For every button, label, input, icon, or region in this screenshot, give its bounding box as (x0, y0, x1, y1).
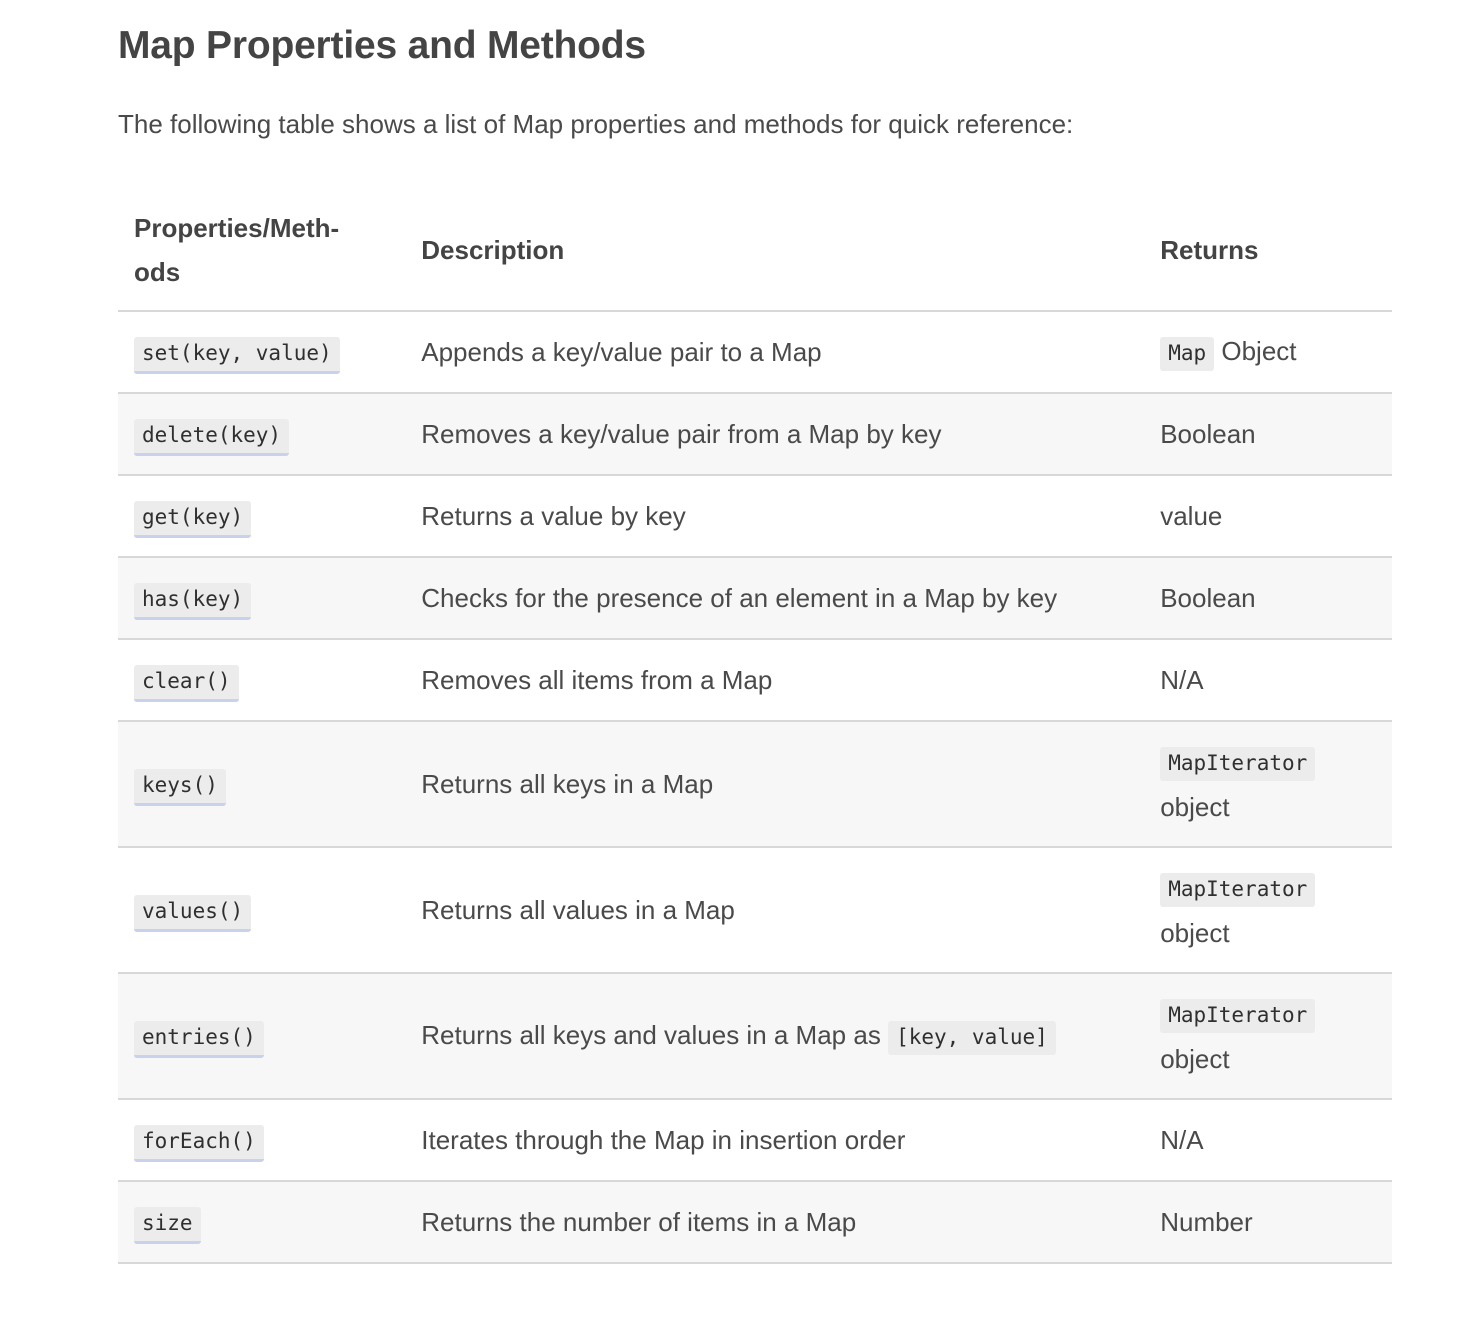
table-row: has(key) Checks for the presence of an e… (118, 557, 1392, 640)
returns-code: MapIterator (1160, 873, 1316, 907)
returns-code: MapIterator (1160, 747, 1316, 781)
table-row: clear() Removes all items from a Map N/A (118, 639, 1392, 722)
page-title: Map Properties and Methods (118, 24, 646, 67)
table-row: entries() Returns all keys and values in… (118, 973, 1392, 1100)
method-code[interactable]: entries() (134, 1021, 264, 1058)
returns-cell: MapIterator object (1144, 721, 1392, 848)
method-code[interactable]: has(key) (134, 583, 252, 620)
returns-cell: MapIterator object (1144, 847, 1392, 974)
returns-cell: N/A (1144, 639, 1392, 722)
table-row: delete(key) Removes a key/value pair fro… (118, 393, 1392, 476)
method-code[interactable]: values() (134, 895, 252, 932)
returns-cell: Boolean (1144, 557, 1392, 640)
header-description: Description (405, 190, 1145, 312)
description-cell: Appends a key/value pair to a Map (405, 311, 1145, 394)
description-cell: Checks for the presence of an element in… (405, 557, 1145, 640)
method-code[interactable]: keys() (134, 769, 226, 806)
returns-cell: N/A (1144, 1099, 1392, 1182)
table-row: forEach() Iterates through the Map in in… (118, 1099, 1392, 1182)
description-cell: Returns the number of items in a Map (405, 1181, 1145, 1264)
returns-text: N/A (1160, 665, 1204, 695)
table-row: values() Returns all values in a Map Map… (118, 847, 1392, 974)
returns-cell: Map Object (1144, 311, 1392, 394)
returns-cell: value (1144, 475, 1392, 558)
table-header-row: Properties/Meth-ods Description Returns (118, 190, 1392, 312)
description-cell: Removes all items from a Map (405, 639, 1145, 722)
description-cell: Returns all keys in a Map (405, 721, 1145, 848)
method-cell: clear() (118, 639, 406, 722)
returns-cell: Boolean (1144, 393, 1392, 476)
returns-text: object (1160, 918, 1230, 948)
method-code[interactable]: delete(key) (134, 419, 290, 456)
intro-paragraph: The following table shows a list of Map … (118, 109, 1074, 139)
returns-text: Object (1221, 336, 1297, 366)
description-text: Returns all keys and values in a Map as (421, 1020, 881, 1050)
table-row: set(key, value) Appends a key/value pair… (118, 311, 1392, 394)
returns-code: Map (1160, 337, 1215, 371)
description-cell: Iterates through the Map in insertion or… (405, 1099, 1145, 1182)
method-code[interactable]: get(key) (134, 501, 252, 538)
description-cell: Returns all values in a Map (405, 847, 1145, 974)
method-code[interactable]: forEach() (134, 1125, 264, 1162)
returns-cell: Number (1144, 1181, 1392, 1264)
returns-cell: MapIterator object (1144, 973, 1392, 1100)
header-method: Properties/Meth-ods (118, 190, 406, 312)
returns-text: value (1160, 501, 1223, 531)
table-row: keys() Returns all keys in a Map MapIter… (118, 721, 1392, 848)
method-cell: delete(key) (118, 393, 406, 476)
description-cell: Returns all keys and values in a Map as … (405, 973, 1145, 1100)
map-methods-table: Properties/Meth-ods Description Returns … (118, 190, 1392, 1264)
method-code[interactable]: clear() (134, 665, 239, 702)
returns-text: Boolean (1160, 419, 1256, 449)
method-code[interactable]: set(key, value) (134, 337, 340, 374)
returns-text: object (1160, 1044, 1230, 1074)
description-cell: Removes a key/value pair from a Map by k… (405, 393, 1145, 476)
method-code[interactable]: size (134, 1207, 201, 1244)
returns-text: N/A (1160, 1125, 1204, 1155)
method-cell: has(key) (118, 557, 406, 640)
returns-text: object (1160, 792, 1230, 822)
returns-text: Number (1160, 1207, 1253, 1237)
method-cell: values() (118, 847, 406, 974)
method-cell: forEach() (118, 1099, 406, 1182)
returns-code: MapIterator (1160, 999, 1316, 1033)
method-cell: set(key, value) (118, 311, 406, 394)
header-returns: Returns (1144, 190, 1392, 312)
table-row: size Returns the number of items in a Ma… (118, 1181, 1392, 1264)
description-cell: Returns a value by key (405, 475, 1145, 558)
returns-text: Boolean (1160, 583, 1256, 613)
description-code: [key, value] (888, 1021, 1056, 1055)
table-row: get(key) Returns a value by key value (118, 475, 1392, 558)
method-cell: entries() (118, 973, 406, 1100)
method-cell: keys() (118, 721, 406, 848)
method-cell: get(key) (118, 475, 406, 558)
method-cell: size (118, 1181, 406, 1264)
